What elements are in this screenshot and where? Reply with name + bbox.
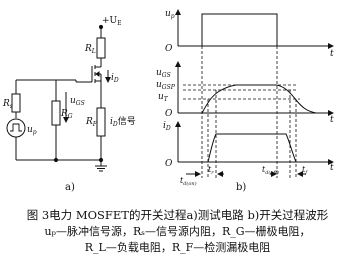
supply-label: +U	[102, 16, 118, 26]
svg-text:iD信号: iD信号	[110, 115, 136, 128]
rg-resistor	[51, 100, 61, 126]
rl-resistor	[96, 37, 106, 59]
td-on-label: t	[180, 176, 184, 185]
ugs-label: u	[70, 96, 76, 106]
zero-label-2: O	[165, 109, 173, 119]
wf-id-sub: D	[165, 125, 171, 132]
id-label: i	[111, 73, 114, 83]
wf-ugsp-sub: GSP	[162, 84, 176, 91]
t-label-3: t	[330, 163, 334, 173]
id-signal-sub: D	[112, 121, 118, 128]
tf-label: t	[302, 165, 306, 174]
t-label-1: t	[330, 49, 334, 59]
wf-ugs-sub: GS	[162, 72, 171, 79]
td-off-sub: d(off)	[265, 169, 279, 176]
wf-ugs-label: u	[156, 68, 162, 78]
rs-label: R	[2, 99, 10, 109]
rf-resistor	[96, 107, 106, 137]
svg-text:uGSP: uGSP	[156, 80, 176, 91]
id-waveform	[207, 133, 297, 163]
pulse-source	[6, 118, 26, 138]
rs-sub: s	[10, 103, 13, 110]
panel-a-label: a)	[65, 182, 75, 193]
id-signal-suffix: 信号	[118, 115, 136, 127]
svg-text:RF: RF	[85, 117, 98, 128]
svg-text:up: up	[27, 125, 37, 136]
figure-legend-line-2: R_L—负载电阻，R_F—检测漏极电阻	[84, 241, 271, 254]
td-off-label: t	[262, 165, 266, 174]
svg-text:iD: iD	[111, 73, 119, 84]
rg-sub: G	[68, 113, 73, 120]
guide-lines	[183, 46, 300, 178]
tf-sub: f	[304, 170, 308, 176]
svg-text:uGS: uGS	[70, 96, 85, 107]
wf-ugsp-label: u	[156, 80, 162, 90]
svg-text:iD: iD	[163, 121, 171, 132]
rs-resistor	[11, 93, 21, 113]
rl-label: R	[84, 44, 92, 54]
wf-ut-sub: T	[164, 96, 169, 103]
rf-label: R	[85, 117, 93, 127]
svg-text:Rs: Rs	[2, 99, 13, 110]
t-label-2: t	[330, 115, 334, 125]
svg-text:up: up	[165, 9, 175, 20]
figure-legend-line-1: uₚ—脉冲信号源，Rₛ—信号源内阻，R_G—栅极电阻，	[44, 225, 311, 238]
svg-text:uGS: uGS	[156, 68, 171, 79]
zero-label-1: O	[165, 44, 173, 54]
wf-up-label: u	[165, 9, 171, 19]
svg-text:tf: tf	[302, 165, 308, 176]
panel-b-label: b)	[236, 182, 246, 193]
svg-text:RL: RL	[84, 44, 96, 55]
mosfet-symbol	[76, 65, 102, 83]
svg-text:td(off): td(off)	[262, 165, 279, 176]
rf-sub: F	[92, 121, 98, 128]
svg-text:td(on): td(on)	[180, 176, 197, 187]
td-on-sub: d(on)	[183, 180, 196, 187]
switching-waveforms	[175, 9, 334, 178]
tr-sub: r	[211, 170, 214, 176]
wf-up-sub: p	[171, 13, 175, 20]
test-circuit	[6, 24, 111, 172]
wf-ut-label: u	[158, 92, 164, 102]
rl-sub: L	[91, 48, 96, 55]
tr-label: t	[208, 165, 212, 174]
supply-sub: E	[117, 20, 121, 27]
id-sub: D	[113, 77, 119, 84]
rg-label: R	[60, 109, 68, 119]
figure-caption: 图 3电力 MOSFET的开关过程a)测试电路 b)开关过程波形	[26, 208, 329, 222]
zero-label-3: O	[165, 159, 173, 169]
svg-text:tr: tr	[208, 165, 214, 176]
ugs-sub: GS	[76, 100, 85, 107]
svg-text:RG: RG	[60, 109, 73, 120]
svg-text:uT: uT	[158, 92, 169, 103]
up-label: u	[27, 125, 33, 135]
wf-id-label: i	[163, 121, 166, 131]
id-signal-label: i	[110, 117, 113, 127]
up-waveform	[178, 13, 327, 47]
svg-text:+UE: +UE	[102, 16, 122, 27]
up-sub: p	[33, 129, 37, 136]
